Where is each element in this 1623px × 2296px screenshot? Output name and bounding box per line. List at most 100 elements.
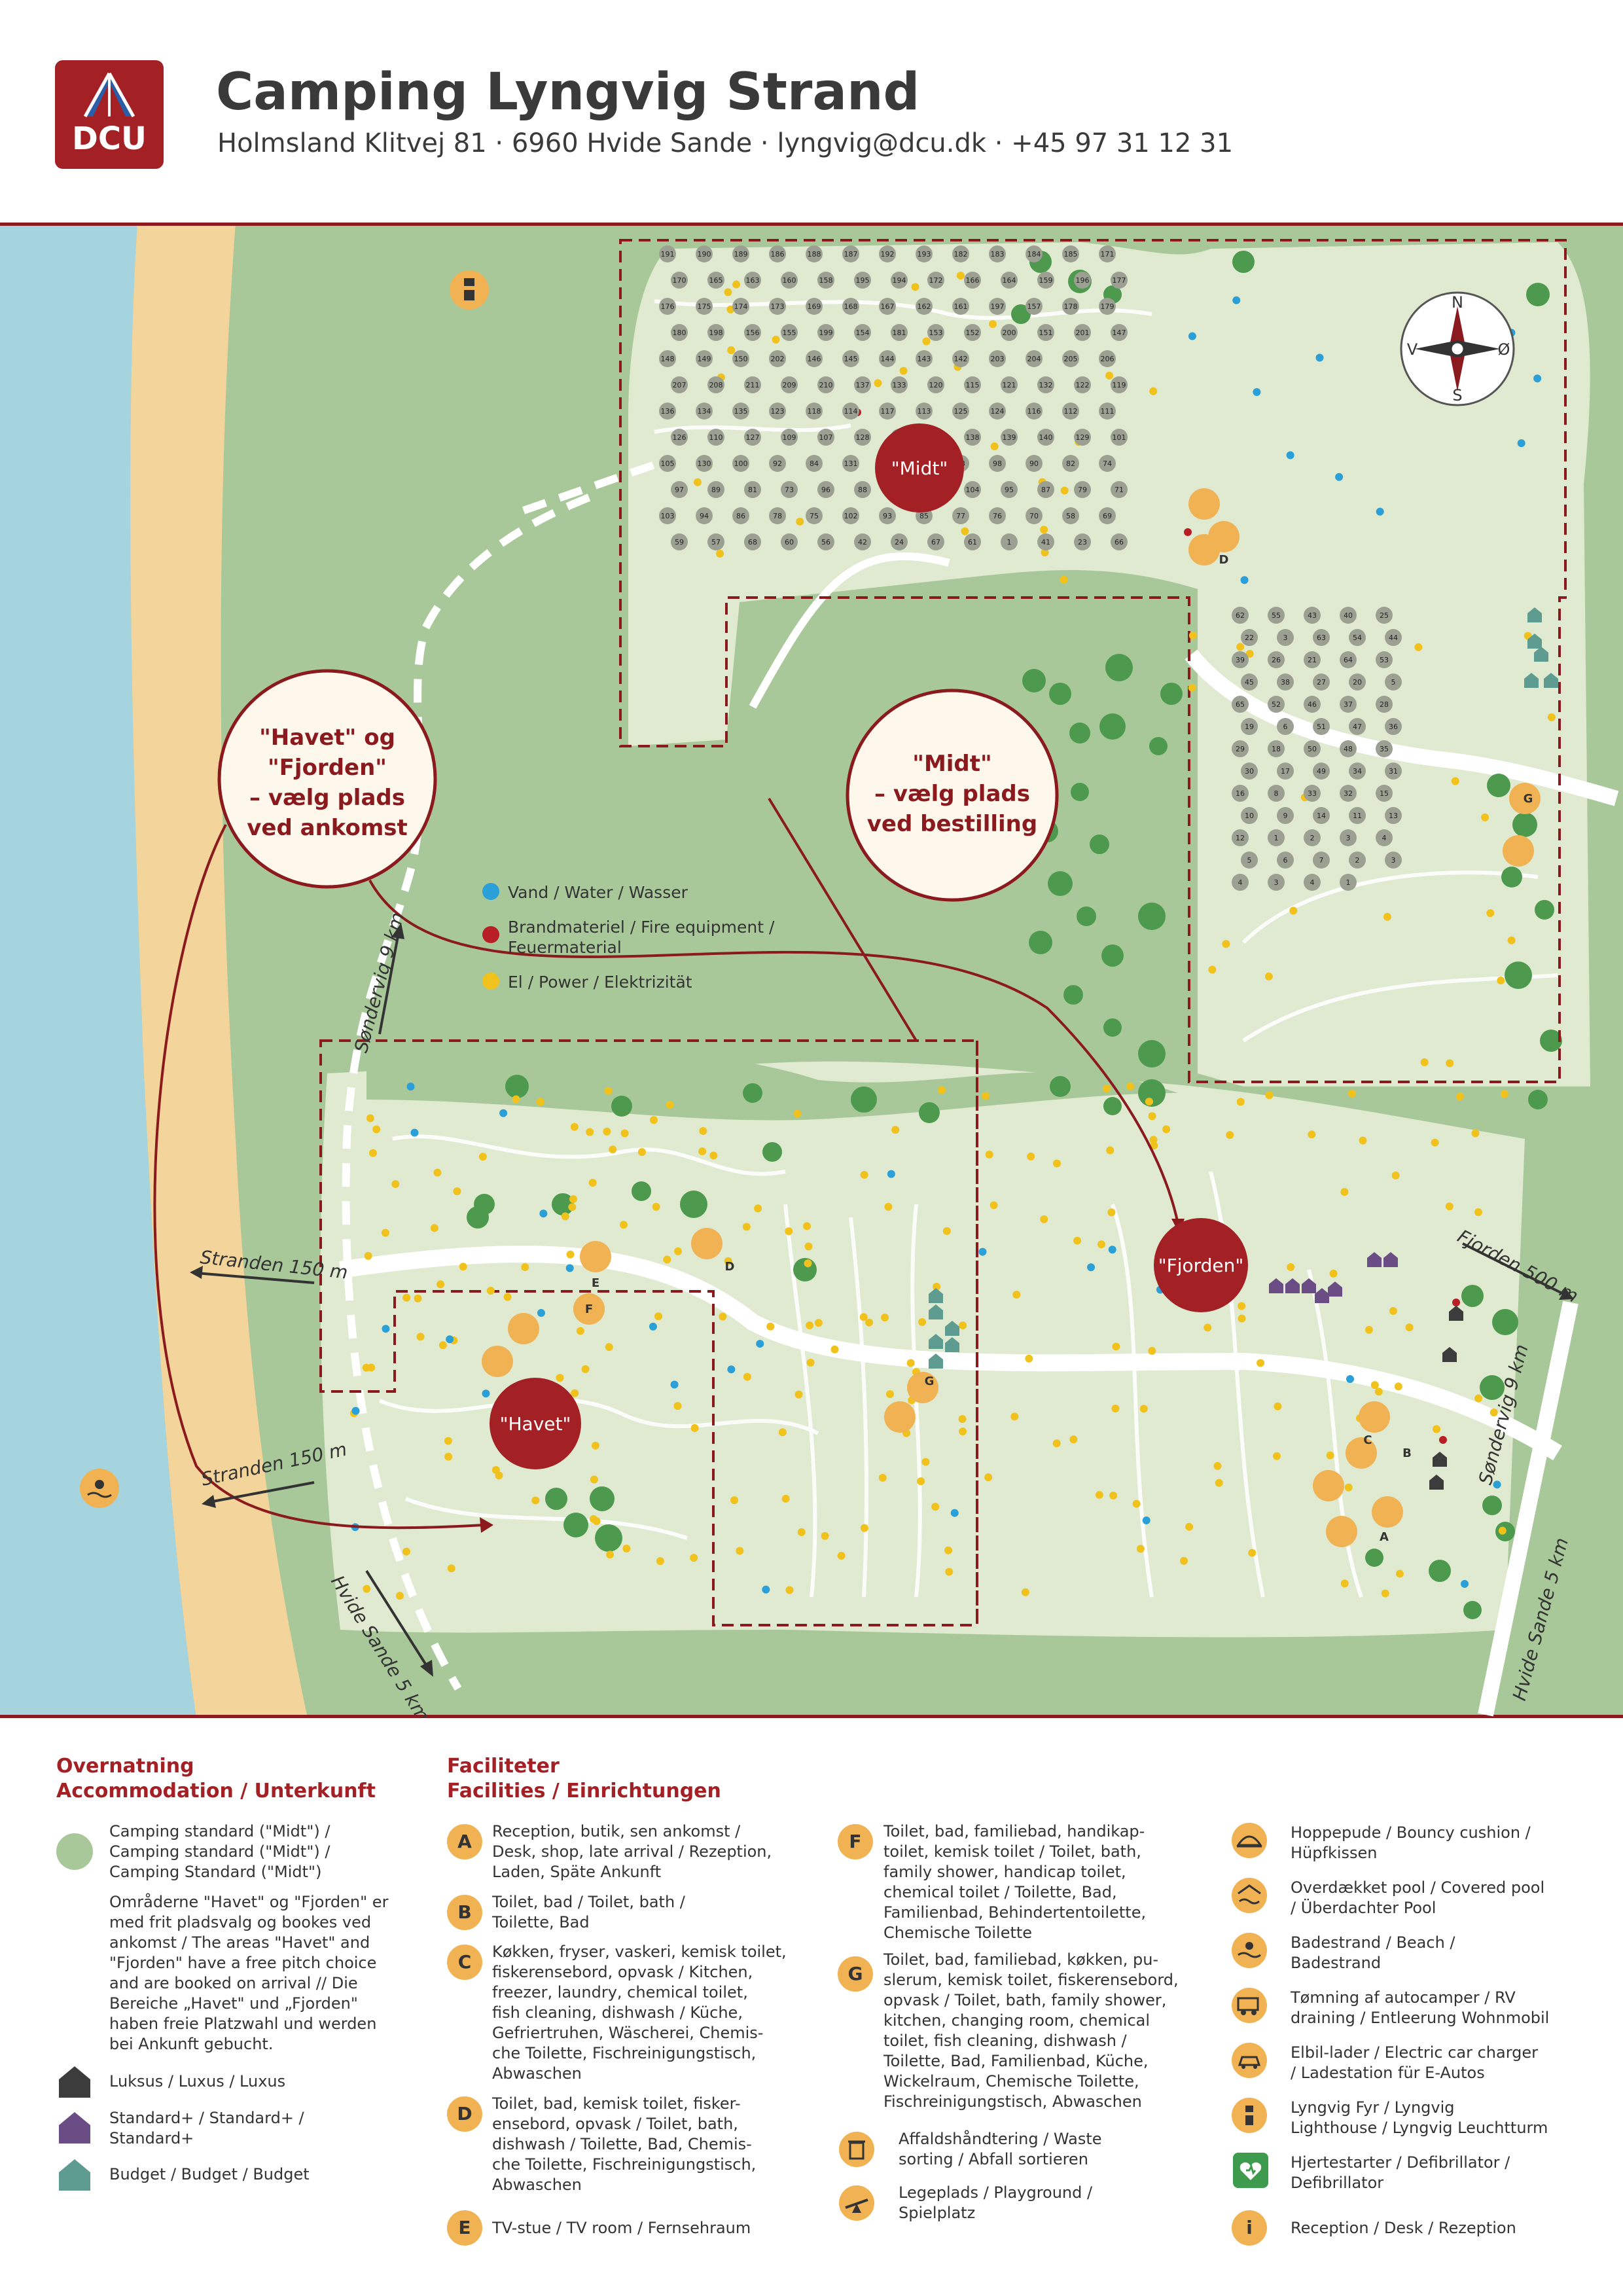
lighthouse-icon[interactable] [450,270,489,310]
facility-c-line-6: che Toilette, Fischreinigungstisch, [492,2044,757,2062]
arrowhead-havet [480,1517,493,1533]
midt-badge[interactable] [875,423,964,512]
svg-text:136: 136 [661,407,675,416]
svg-text:75: 75 [810,512,819,520]
svg-text:73: 73 [785,486,794,494]
svg-text:49: 49 [1317,767,1326,776]
waste-line-2: sorting / Abfall sortieren [899,2150,1088,2168]
svg-text:24: 24 [895,538,904,547]
beach-footpath [342,493,591,1691]
svg-text:183: 183 [991,250,1005,259]
map-top-border [0,223,1623,226]
beach [130,223,308,1718]
svg-text:179: 179 [1101,302,1115,311]
svg-text:A: A [1380,1530,1389,1544]
svg-text:82: 82 [1066,459,1075,468]
svg-text:62: 62 [1236,611,1245,620]
svg-text:107: 107 [819,433,833,442]
svg-text:30: 30 [1245,767,1254,776]
midt-badge-label: "Midt" [891,457,948,479]
svg-text:C: C [1363,1433,1372,1447]
svg-text:76: 76 [993,512,1002,520]
facility-a-badge: A [447,1824,482,1859]
facility-g-line-7: Wickelraum, Chemische Toilette, [883,2072,1139,2090]
svg-text:5: 5 [1247,856,1252,865]
facility-c-line-2: fiskerensebord, opvask / Kitchen, [492,1963,753,1981]
fjorden-badge[interactable] [1154,1218,1248,1312]
svg-text:42: 42 [858,538,867,547]
svg-text:3: 3 [1283,634,1288,642]
facility-f-line-3: family shower, handicap toilet, [883,1863,1126,1881]
callout-left-line-1: "Havet" og [259,725,395,751]
svg-text:151: 151 [1039,329,1053,337]
havet-badge[interactable] [490,1378,581,1469]
svg-text:177: 177 [1113,276,1126,285]
svg-text:43: 43 [1308,611,1317,620]
svg-text:50: 50 [1308,745,1317,753]
havet-badge-label: "Havet" [500,1413,571,1435]
svg-text:197: 197 [991,302,1005,311]
svg-text:52: 52 [1272,700,1281,709]
logo-text: DCU [71,120,147,157]
facility-a-line-1: Reception, butik, sen ankomst / [492,1822,741,1840]
svg-text:137: 137 [856,381,870,389]
svg-text:44: 44 [1389,634,1398,642]
svg-text:206: 206 [1101,355,1115,363]
svg-text:104: 104 [966,486,980,494]
callout-left-line-2: "Fjorden" [268,755,387,781]
svg-text:135: 135 [734,407,748,416]
svg-text:140: 140 [1039,433,1053,442]
defib-line-2: Defibrillator [1291,2174,1384,2192]
svg-text:87: 87 [1041,486,1050,494]
svg-text:153: 153 [929,329,943,337]
svg-text:46: 46 [1308,700,1317,709]
svg-text:18: 18 [1272,745,1281,753]
fire-dot-legend [482,926,499,943]
callout-midt-line-2: – vælg plads [874,781,1030,807]
svg-text:198: 198 [709,329,723,337]
svg-text:16: 16 [1236,789,1245,798]
playground-line-1: Legeplads / Playground / [899,2183,1093,2202]
svg-text:3: 3 [1346,834,1351,842]
svg-text:94: 94 [700,512,709,520]
svg-text:66: 66 [1115,538,1124,547]
svg-text:3: 3 [1274,878,1279,887]
svg-text:81: 81 [748,486,757,494]
facility-a-line-3: Laden, Späte Ankunft [492,1863,662,1881]
svg-text:131: 131 [844,459,858,468]
arrowhead-sondervig-top [391,923,404,939]
svg-text:2: 2 [1310,834,1315,842]
beach-line-1: Badestrand / Beach / [1291,1933,1455,1952]
svg-text:1: 1 [1346,878,1351,887]
svg-text:195: 195 [856,276,870,285]
svg-text:155: 155 [783,329,796,337]
svg-text:69: 69 [1103,512,1112,520]
beach-icon[interactable] [80,1469,119,1508]
svg-text:22: 22 [1245,634,1254,642]
havet-fjorden-callout [217,669,437,889]
svg-text:204: 204 [1027,355,1041,363]
svg-text:208: 208 [709,381,723,389]
svg-text:65: 65 [1236,700,1245,709]
svg-text:47: 47 [1353,723,1362,731]
compass-s: S [1452,386,1462,404]
facility-b-line-2: Toilette, Bad [492,1913,590,1931]
free-pitch-line-7: haben freie Platzwahl und werden [109,2015,377,2033]
svg-text:G: G [1524,792,1533,806]
svg-text:128: 128 [856,433,870,442]
havet-fjorden-area [320,1061,1525,1638]
svg-text:207: 207 [673,381,687,389]
svg-text:41: 41 [1041,538,1050,547]
lighthouse-legend-icon [1232,2098,1267,2133]
facility-g-line-1: Toilet, bad, familiebad, køkken, pu- [883,1950,1159,1969]
svg-text:26: 26 [1272,656,1281,664]
svg-text:123: 123 [771,407,785,416]
standard-swatch [56,1833,93,1870]
svg-text:F: F [585,1302,593,1316]
svg-text:B: B [1402,1446,1412,1460]
svg-text:111: 111 [1101,407,1115,416]
svg-text:15: 15 [1380,789,1389,798]
